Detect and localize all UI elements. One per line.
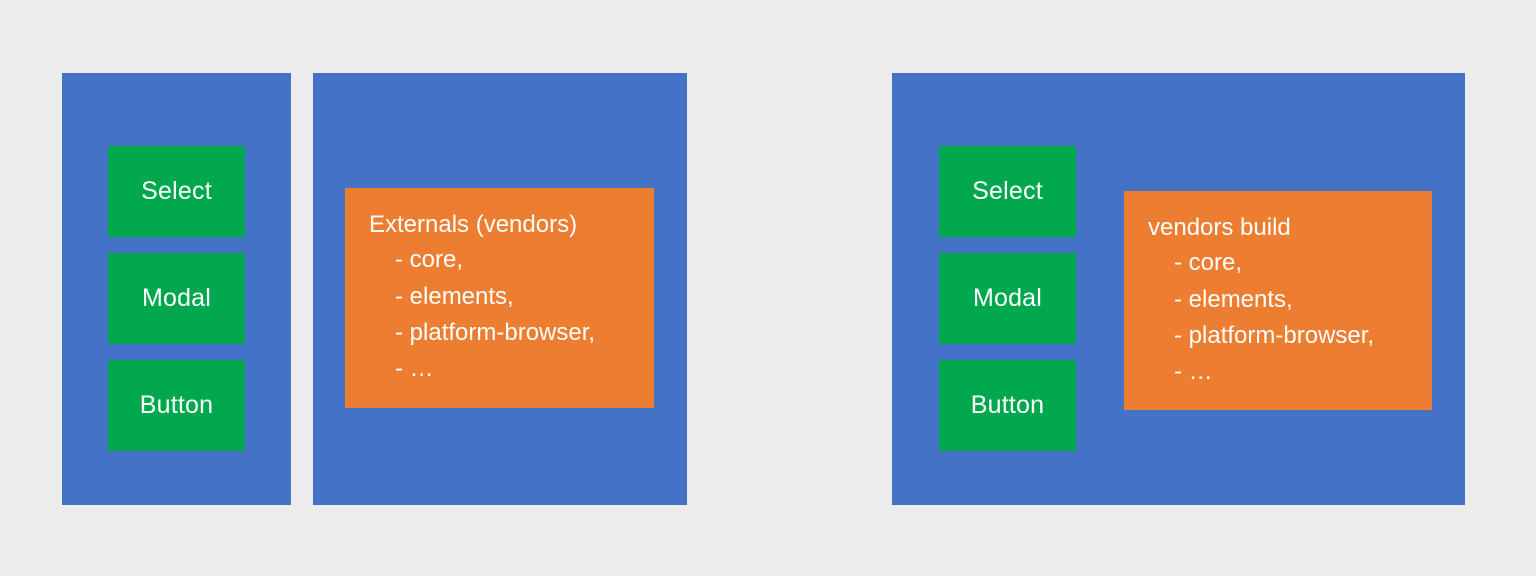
component-label: Button <box>139 391 214 419</box>
list-item: - … <box>395 355 434 383</box>
list-item: - core, <box>1174 249 1243 277</box>
externals-note-box[interactable]: Externals (vendors) - core, - elements, … <box>345 188 654 408</box>
vendors-build-note-box[interactable]: vendors build - core, - elements, - plat… <box>1124 191 1432 410</box>
component-box-button-right[interactable]: Button <box>939 360 1076 451</box>
externals-note-list: - core, - elements, - platform-browser, … <box>369 242 638 388</box>
component-label: Select <box>141 177 212 205</box>
list-item: - platform-browser, <box>1174 322 1375 350</box>
list-item: - … <box>1174 358 1213 386</box>
component-box-select-left[interactable]: Select <box>108 146 245 237</box>
component-box-button-left[interactable]: Button <box>108 360 245 451</box>
left-externals-panel: Externals (vendors) - core, - elements, … <box>313 73 687 505</box>
list-item: - elements, <box>395 282 514 310</box>
component-box-modal-right[interactable]: Modal <box>939 253 1076 344</box>
list-item: - elements, <box>1174 285 1293 313</box>
component-label: Select <box>972 177 1043 205</box>
component-box-select-right[interactable]: Select <box>939 146 1076 237</box>
right-combined-panel: Select Modal Button vendors build - core… <box>892 73 1465 505</box>
externals-note-title: Externals (vendors) <box>369 211 578 238</box>
list-item: - platform-browser, <box>395 319 596 347</box>
left-components-panel: Select Modal Button <box>62 73 291 505</box>
vendors-build-note-title: vendors build <box>1148 214 1291 241</box>
component-box-modal-left[interactable]: Modal <box>108 253 245 344</box>
vendors-build-note-list: - core, - elements, - platform-browser, … <box>1148 245 1416 391</box>
list-item: - core, <box>395 246 464 274</box>
component-label: Button <box>970 391 1045 419</box>
component-label: Modal <box>972 284 1043 312</box>
component-label: Modal <box>141 284 212 312</box>
